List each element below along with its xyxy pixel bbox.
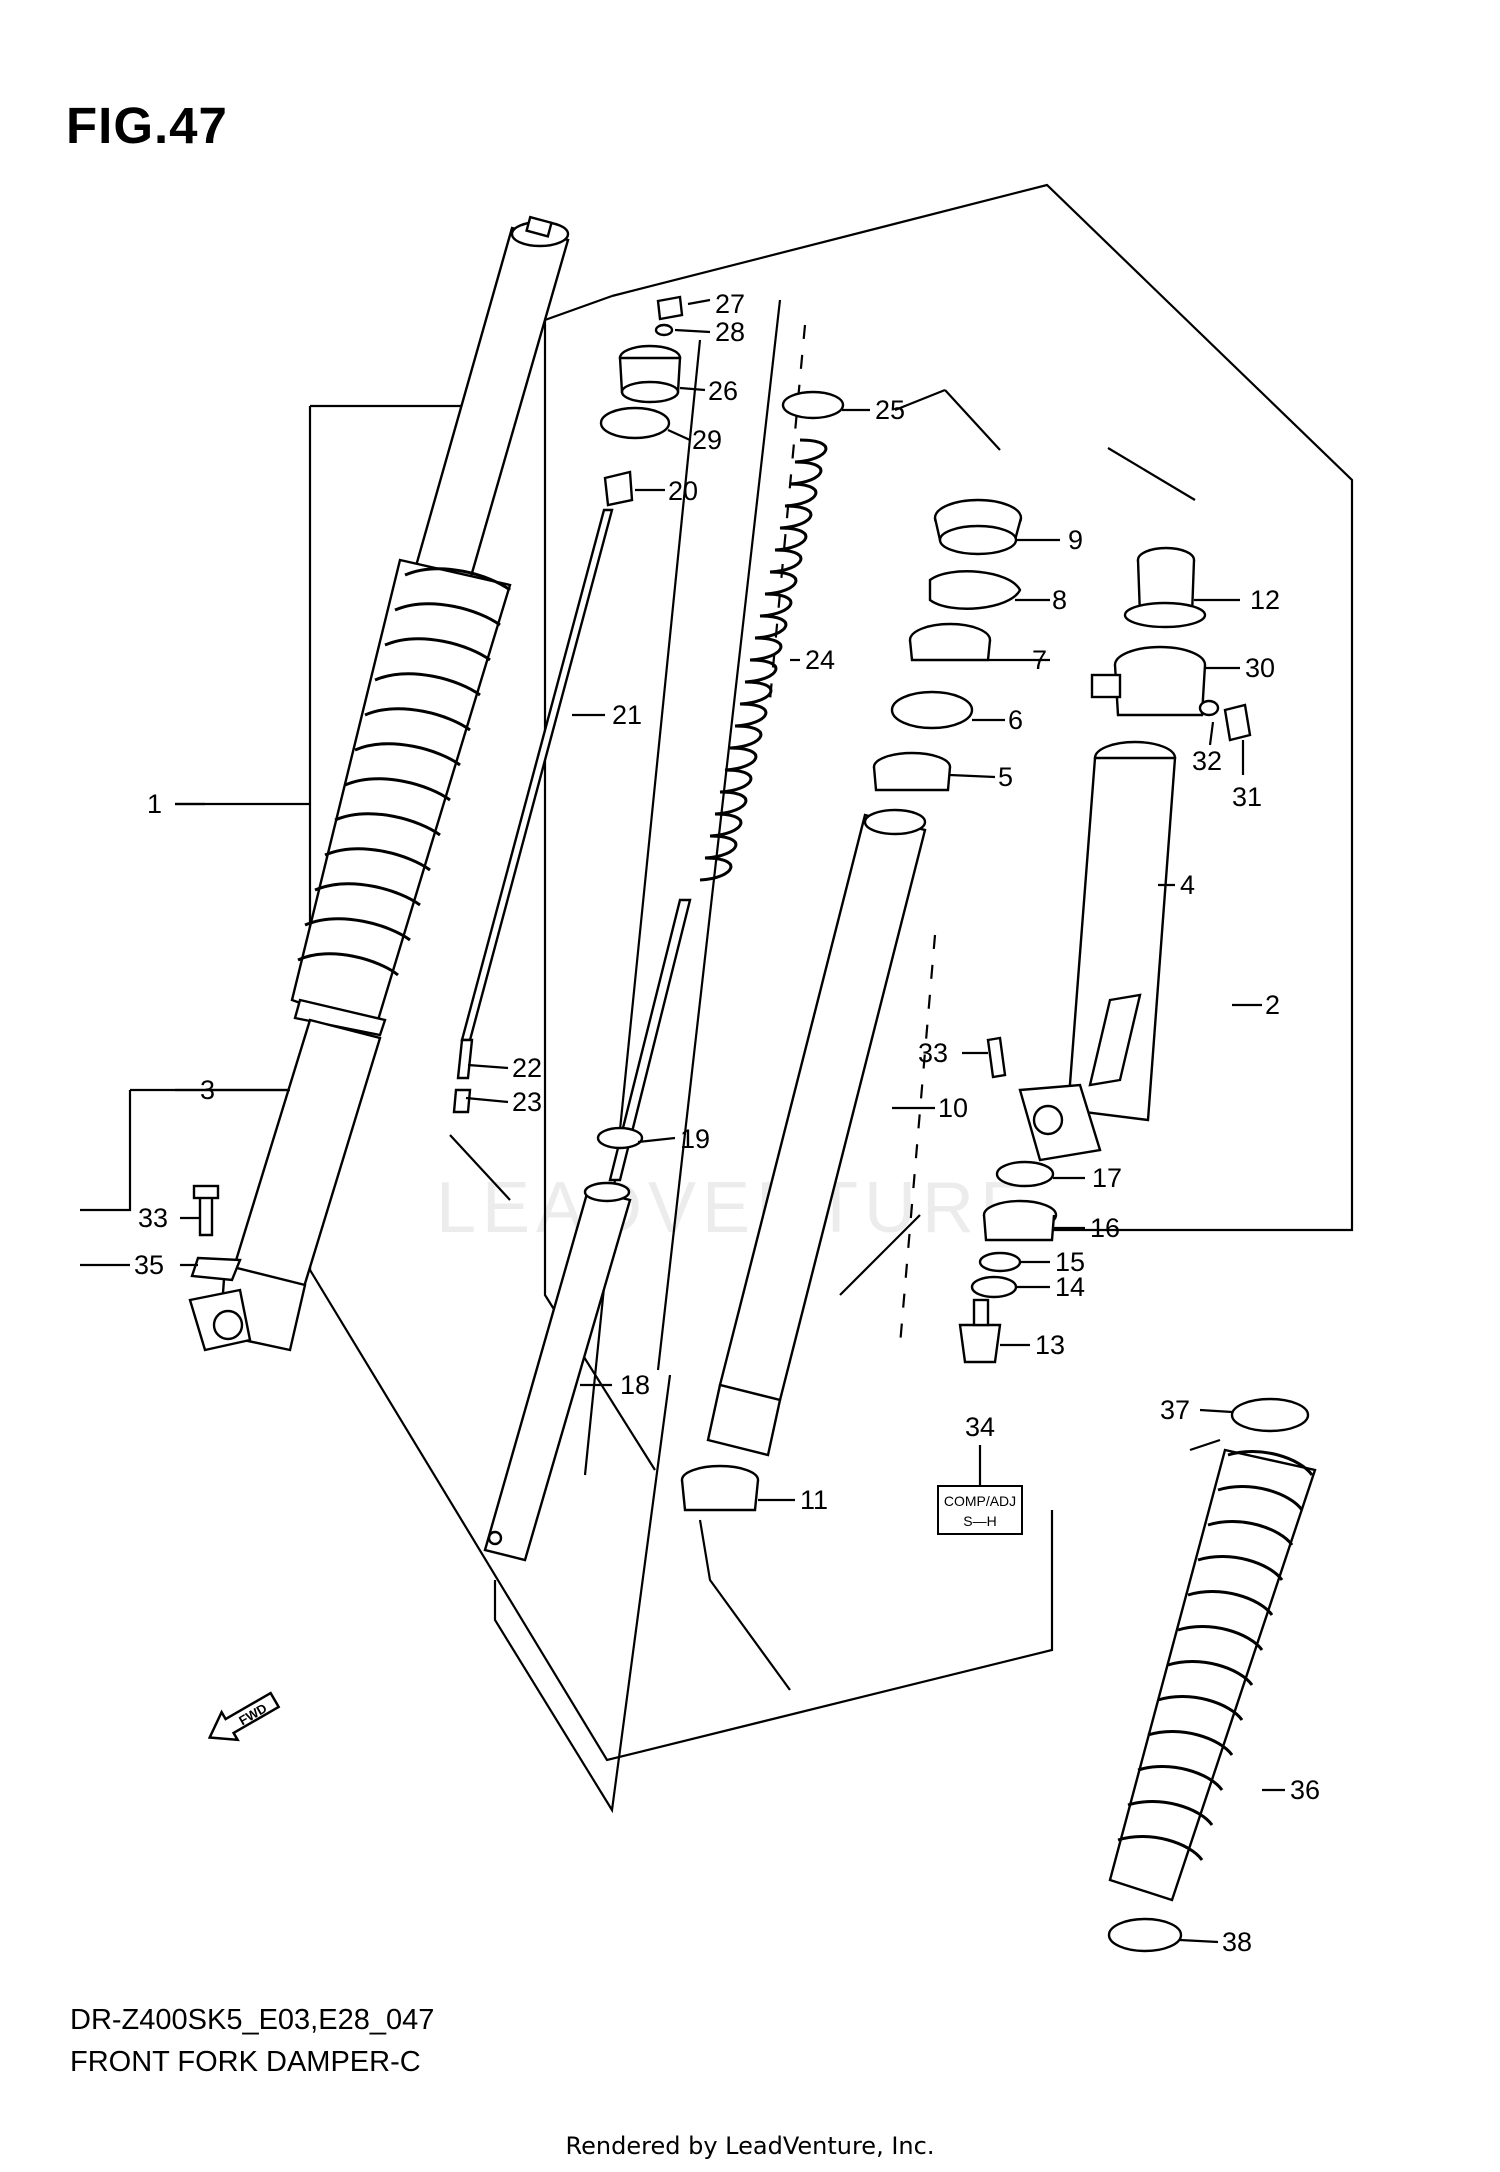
part-13-adjuster [958, 1298, 1002, 1364]
part-26-cap-bolt [618, 344, 682, 404]
callout-17: 17 [1092, 1163, 1122, 1193]
callout-33-left: 33 [138, 1203, 168, 1233]
callout-11: 11 [800, 1485, 828, 1515]
part-1-fork-assembly [188, 215, 570, 1352]
callout-23: 23 [512, 1087, 542, 1117]
callout-30: 30 [1245, 653, 1275, 683]
assembly-name: FRONT FORK DAMPER-C [70, 2046, 421, 2078]
callout-37: 37 [1160, 1395, 1190, 1425]
part-33-bolt-right [986, 1036, 1007, 1079]
part-27-bolt [654, 295, 684, 337]
callout-20: 20 [668, 476, 698, 506]
callout-leaders [175, 298, 1285, 1944]
callout-numbers: 1 3 33 35 27 28 26 29 20 21 22 23 19 18 … [134, 289, 1320, 1957]
callout-19: 19 [680, 1124, 710, 1154]
part-14-o-ring [970, 1275, 1018, 1299]
part-25-ring [781, 390, 845, 420]
callout-22: 22 [512, 1053, 542, 1083]
callout-31: 31 [1232, 782, 1262, 812]
part-18-cylinder [483, 1181, 632, 1562]
part-12-cap [1123, 546, 1207, 629]
part-32-washer [1198, 699, 1220, 717]
fwd-arrow-icon: FWD [207, 1691, 281, 1742]
callout-7: 7 [1032, 645, 1047, 675]
part-6-washer [890, 690, 974, 730]
part-5-bushing [872, 751, 952, 792]
callout-3: 3 [200, 1075, 215, 1105]
callout-21: 21 [612, 700, 642, 730]
callout-15: 15 [1055, 1247, 1085, 1277]
callout-12: 12 [1250, 585, 1280, 615]
part-17-o-ring [995, 1160, 1055, 1188]
part-7-stopper [908, 622, 992, 662]
callout-13: 13 [1035, 1330, 1065, 1360]
part-37-clip [1230, 1397, 1310, 1433]
part-24-spring [699, 438, 828, 882]
callout-35: 35 [134, 1250, 164, 1280]
figure-title: FIG.47 [66, 97, 228, 154]
callout-26: 26 [708, 376, 738, 406]
callout-34: 34 [965, 1412, 995, 1442]
part-19-bushing [596, 1126, 644, 1150]
callout-2: 2 [1265, 990, 1280, 1020]
callout-14: 14 [1055, 1272, 1085, 1302]
callout-25: 25 [875, 395, 905, 425]
callout-32: 32 [1192, 746, 1222, 776]
adjuster-tag-line2: S—H [963, 1513, 996, 1529]
callout-4: 4 [1180, 870, 1195, 900]
callout-38: 38 [1222, 1927, 1252, 1957]
part-20-nut [603, 470, 634, 507]
callout-5: 5 [998, 762, 1013, 792]
callout-1: 1 [147, 789, 162, 819]
part-23-spring [452, 1088, 472, 1114]
part-36-boot [1108, 1448, 1317, 1902]
callout-27: 27 [715, 289, 745, 319]
callout-9: 9 [1068, 525, 1083, 555]
callout-24: 24 [805, 645, 835, 675]
part-34-adjuster-tag: COMP/ADJ S—H [937, 1445, 1023, 1535]
callout-6: 6 [1008, 705, 1023, 735]
part-4-outer-tube [1018, 740, 1177, 1162]
watermark: LEADVENTURE [436, 1168, 1034, 1248]
part-11-bushing [680, 1464, 760, 1512]
part-damper-rod [608, 898, 692, 1182]
part-29-o-ring [599, 406, 671, 440]
part-31-bolt [1223, 703, 1252, 742]
callout-8: 8 [1052, 585, 1067, 615]
callout-18: 18 [620, 1370, 650, 1400]
part-16-holder [982, 1199, 1058, 1242]
render-credit: Rendered by LeadVenture, Inc. [565, 2132, 935, 2160]
part-22-pin [456, 1038, 474, 1080]
callout-36: 36 [1290, 1775, 1320, 1805]
part-9-seal [933, 498, 1023, 556]
part-30-clamp [1090, 645, 1207, 717]
callout-33-right: 33 [918, 1038, 948, 1068]
bellows-upper [290, 558, 512, 1032]
model-code: DR-Z400SK5_E03,E28_047 [70, 2004, 435, 2036]
adjuster-tag-line1: COMP/ADJ [944, 1493, 1016, 1509]
callout-29: 29 [692, 425, 722, 455]
callout-28: 28 [715, 317, 745, 347]
callout-10: 10 [938, 1093, 968, 1123]
part-15-o-ring [978, 1251, 1022, 1273]
part-38-clip [1107, 1917, 1183, 1953]
part-10-inner-tube [706, 808, 927, 1457]
part-8-clip [928, 570, 1022, 610]
callout-16: 16 [1090, 1213, 1120, 1243]
